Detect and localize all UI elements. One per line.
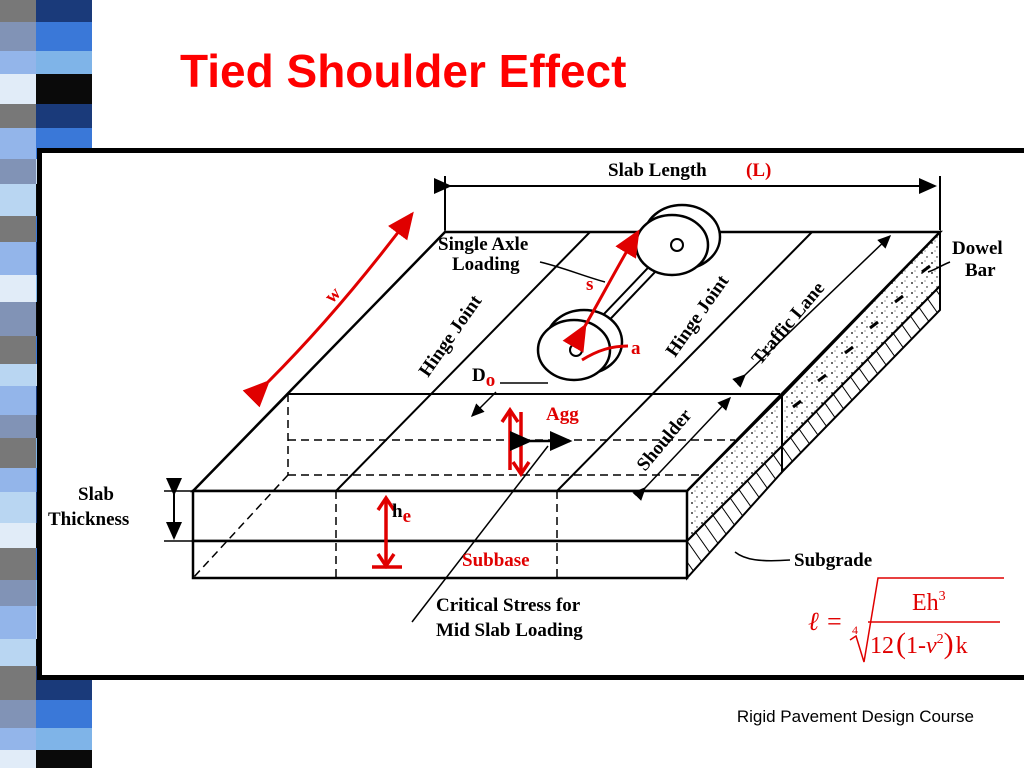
strip-block-left <box>0 184 36 216</box>
strip-block <box>36 0 92 22</box>
subbase-label: Subbase <box>462 550 530 571</box>
strip-block-left <box>0 415 36 438</box>
slab-front-face <box>191 489 689 543</box>
single-axle-label-1: Single Axle <box>438 234 528 255</box>
strip-block <box>36 104 92 128</box>
strip-block-left <box>0 51 36 74</box>
pavement-diagram: Slab Length (L) Single Axle Loading Hing… <box>48 160 1004 663</box>
strip-block-left <box>0 336 36 364</box>
strip-block-left <box>0 104 36 128</box>
strip-block-left <box>0 0 36 22</box>
traffic-lane-arrow <box>732 234 892 388</box>
strip-block-left <box>0 22 36 51</box>
strip-block-left <box>0 639 36 666</box>
strip-block-left <box>0 216 36 242</box>
agg-label: Agg <box>546 404 579 425</box>
strip-block-left <box>0 302 36 336</box>
strip-block-left <box>0 580 36 606</box>
strip-block-left <box>0 666 36 700</box>
s-arrow <box>562 229 640 353</box>
strip-block <box>36 700 92 728</box>
strip-block-left <box>0 728 36 750</box>
formula-denominator: 12(1-ν2)k <box>870 627 968 660</box>
formula-lhs: ℓ = <box>808 607 843 636</box>
strip-block-left <box>0 606 36 639</box>
strip-block <box>36 728 92 750</box>
he-arrow <box>372 494 402 570</box>
slab-back-edge-front <box>192 393 289 492</box>
slab-length-symbol: (L) <box>746 160 771 181</box>
do-label: Do <box>472 365 495 391</box>
subgrade-label: Subgrade <box>794 550 872 571</box>
formula-root-index: 4 <box>852 623 858 637</box>
s-label: s <box>586 274 593 295</box>
slab-length-label: Slab Length <box>608 160 707 181</box>
strip-block-left <box>0 275 36 302</box>
subbase-front-face <box>191 539 689 580</box>
dowel-bar-leader <box>927 261 951 273</box>
strip-block-left <box>0 700 36 728</box>
dowel-bar-label-2: Bar <box>965 260 996 281</box>
critical-stress-label-2: Mid Slab Loading <box>436 620 583 641</box>
strip-block-left <box>0 242 36 275</box>
strip-block <box>36 51 92 74</box>
a-label: a <box>631 338 641 359</box>
formula-numerator: Eh3 <box>912 589 946 616</box>
strip-block-left <box>0 548 36 580</box>
strip-block-left <box>0 386 36 415</box>
subgrade-leader <box>734 551 791 562</box>
formula-radical <box>849 577 1004 663</box>
strip-block-left <box>0 159 36 184</box>
critical-stress-label-1: Critical Stress for <box>436 595 581 616</box>
radius-of-relative-stiffness-formula: ℓ = 4 Eh3 12(1-ν2)k <box>808 577 1004 663</box>
slab-thickness-label-2: Thickness <box>48 509 129 530</box>
dowel-bars <box>792 264 931 409</box>
critical-stress-leader <box>411 445 549 623</box>
strip-block-left <box>0 523 36 548</box>
strip-block-left <box>0 128 36 159</box>
do-arrow <box>470 391 497 418</box>
strip-block <box>36 750 92 768</box>
strip-block <box>36 74 92 104</box>
strip-block-left <box>0 468 36 492</box>
strip-block-left <box>0 74 36 104</box>
slide-title: Tied Shoulder Effect <box>180 45 627 97</box>
he-label: he <box>392 501 411 527</box>
strip-block <box>36 22 92 51</box>
dowel-bar-label-1: Dowel <box>952 238 1003 259</box>
slab-thickness-label-1: Slab <box>78 484 114 505</box>
shoulder-arrow <box>632 396 732 501</box>
single-axle-label-2: Loading <box>452 254 520 275</box>
strip-block-left <box>0 492 36 523</box>
strip-block-left <box>0 364 36 386</box>
hinge-joint-line-1 <box>335 231 591 492</box>
strip-block-left <box>0 438 36 468</box>
a-arc <box>581 344 629 362</box>
w-arrow <box>242 211 414 408</box>
strip-block-left <box>0 750 36 768</box>
slide-footer: Rigid Pavement Design Course <box>736 707 974 726</box>
